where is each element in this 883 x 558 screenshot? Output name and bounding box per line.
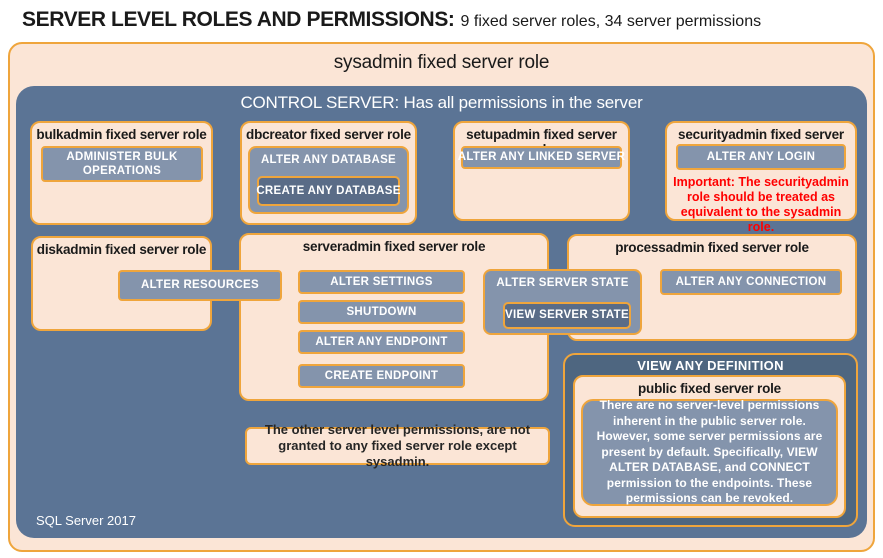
permission-alter-any-linked-server: ALTER ANY LINKED SERVER bbox=[458, 146, 625, 169]
page-title: SERVER LEVEL ROLES AND PERMISSIONS: 9 fix… bbox=[22, 8, 761, 32]
page-title-subtitle: 9 fixed server roles, 34 server permissi… bbox=[460, 13, 762, 30]
permission-create-endpoint: CREATE ENDPOINT bbox=[298, 364, 465, 388]
permission-alter-server-state-label: ALTER SERVER STATE bbox=[496, 277, 629, 289]
sysadmin-role-label: sysadmin fixed server role bbox=[333, 52, 550, 73]
permission-alter-any-login: ALTER ANY LOGIN bbox=[676, 144, 846, 170]
diskadmin-role-label: diskadmin fixed server role bbox=[36, 242, 207, 257]
permission-shutdown: SHUTDOWN bbox=[298, 300, 465, 324]
control-server-label: CONTROL SERVER: Has all permissions in t… bbox=[240, 93, 643, 112]
permission-alter-any-connection: ALTER ANY CONNECTION bbox=[660, 269, 842, 295]
permission-view-any-definition-label: VIEW ANY DEFINITION bbox=[637, 358, 784, 373]
permission-alter-any-endpoint: ALTER ANY ENDPOINT bbox=[298, 330, 465, 354]
public-role-description: There are no server-level permissions in… bbox=[581, 398, 838, 506]
securityadmin-role-box: securityadmin fixed server role bbox=[665, 121, 857, 221]
permission-alter-settings: ALTER SETTINGS bbox=[298, 270, 465, 294]
sql-server-version-label: SQL Server 2017 bbox=[36, 513, 136, 528]
serveradmin-role-label: serveradmin fixed server role bbox=[302, 239, 486, 254]
permission-administer-bulk-operations: ADMINISTER BULK OPERATIONS bbox=[41, 146, 203, 182]
permission-create-any-database: CREATE ANY DATABASE bbox=[256, 176, 400, 206]
processadmin-role-label: processadmin fixed server role bbox=[615, 240, 809, 255]
page-title-main: SERVER LEVEL ROLES AND PERMISSIONS: bbox=[22, 8, 455, 31]
dbcreator-role-label: dbcreator fixed server role bbox=[246, 127, 411, 142]
permission-alter-resources: ALTER RESOURCES bbox=[118, 270, 282, 301]
permission-view-server-state: VIEW SERVER STATE bbox=[503, 302, 631, 329]
securityadmin-warning-text: Important: The securityadmin role should… bbox=[673, 175, 849, 234]
public-role-label: public fixed server role bbox=[637, 381, 781, 396]
other-permissions-note: The other server level permissions, are … bbox=[245, 422, 550, 469]
bulkadmin-role-label: bulkadmin fixed server role bbox=[36, 127, 207, 142]
setupadmin-role-box: setupadmin fixed server role bbox=[453, 121, 630, 221]
permission-alter-any-database-label: ALTER ANY DATABASE bbox=[260, 154, 397, 166]
